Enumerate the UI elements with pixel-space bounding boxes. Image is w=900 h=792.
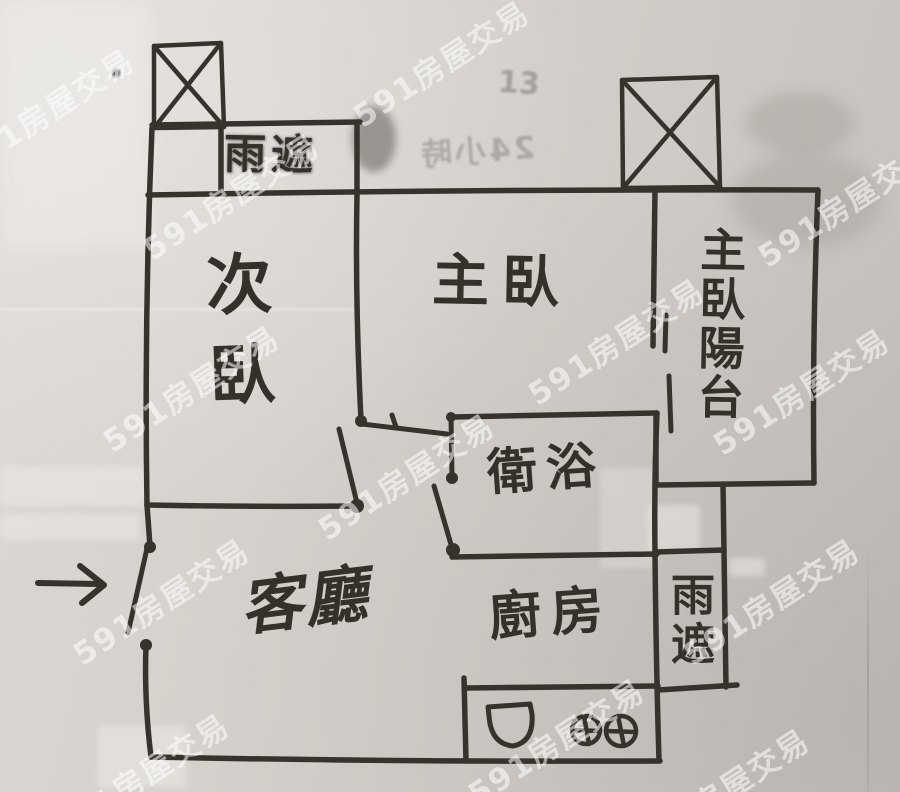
entrance-arrow-icon — [35, 563, 107, 606]
walls — [142, 119, 821, 764]
room-label-bathroom: 衛浴 — [485, 435, 607, 503]
ink-dot — [112, 69, 120, 77]
paper-crease — [867, 545, 869, 792]
room-label-master-bedroom: 主臥 — [431, 247, 573, 317]
pillar-cross-right-icon — [619, 74, 723, 191]
room-label-living-room: 客廳 — [235, 556, 374, 645]
stove-burners-icon — [569, 713, 639, 749]
room-label-canopy-right: 雨遮 — [663, 572, 714, 670]
pillar-cross-left-icon — [151, 40, 227, 131]
paper-patch — [600, 468, 655, 568]
paper-patch — [0, 0, 150, 250]
paper-patch — [0, 514, 140, 540]
wall-end-dots — [140, 412, 460, 651]
sink-icon — [485, 701, 535, 749]
door-swing-marks — [125, 312, 674, 636]
paper-patch — [729, 558, 765, 576]
room-label-secondary-bedroom: 次臥 — [193, 248, 278, 432]
room-label-canopy-top: 雨遮 — [223, 129, 319, 180]
showthrough-smudge — [745, 92, 855, 154]
room-label-kitchen: 廚房 — [487, 579, 615, 649]
paper-patch — [0, 466, 146, 506]
room-label-master-balcony: 主臥陽台 — [690, 225, 748, 423]
showthrough-smudge — [732, 152, 882, 248]
paper-crease — [0, 308, 360, 311]
